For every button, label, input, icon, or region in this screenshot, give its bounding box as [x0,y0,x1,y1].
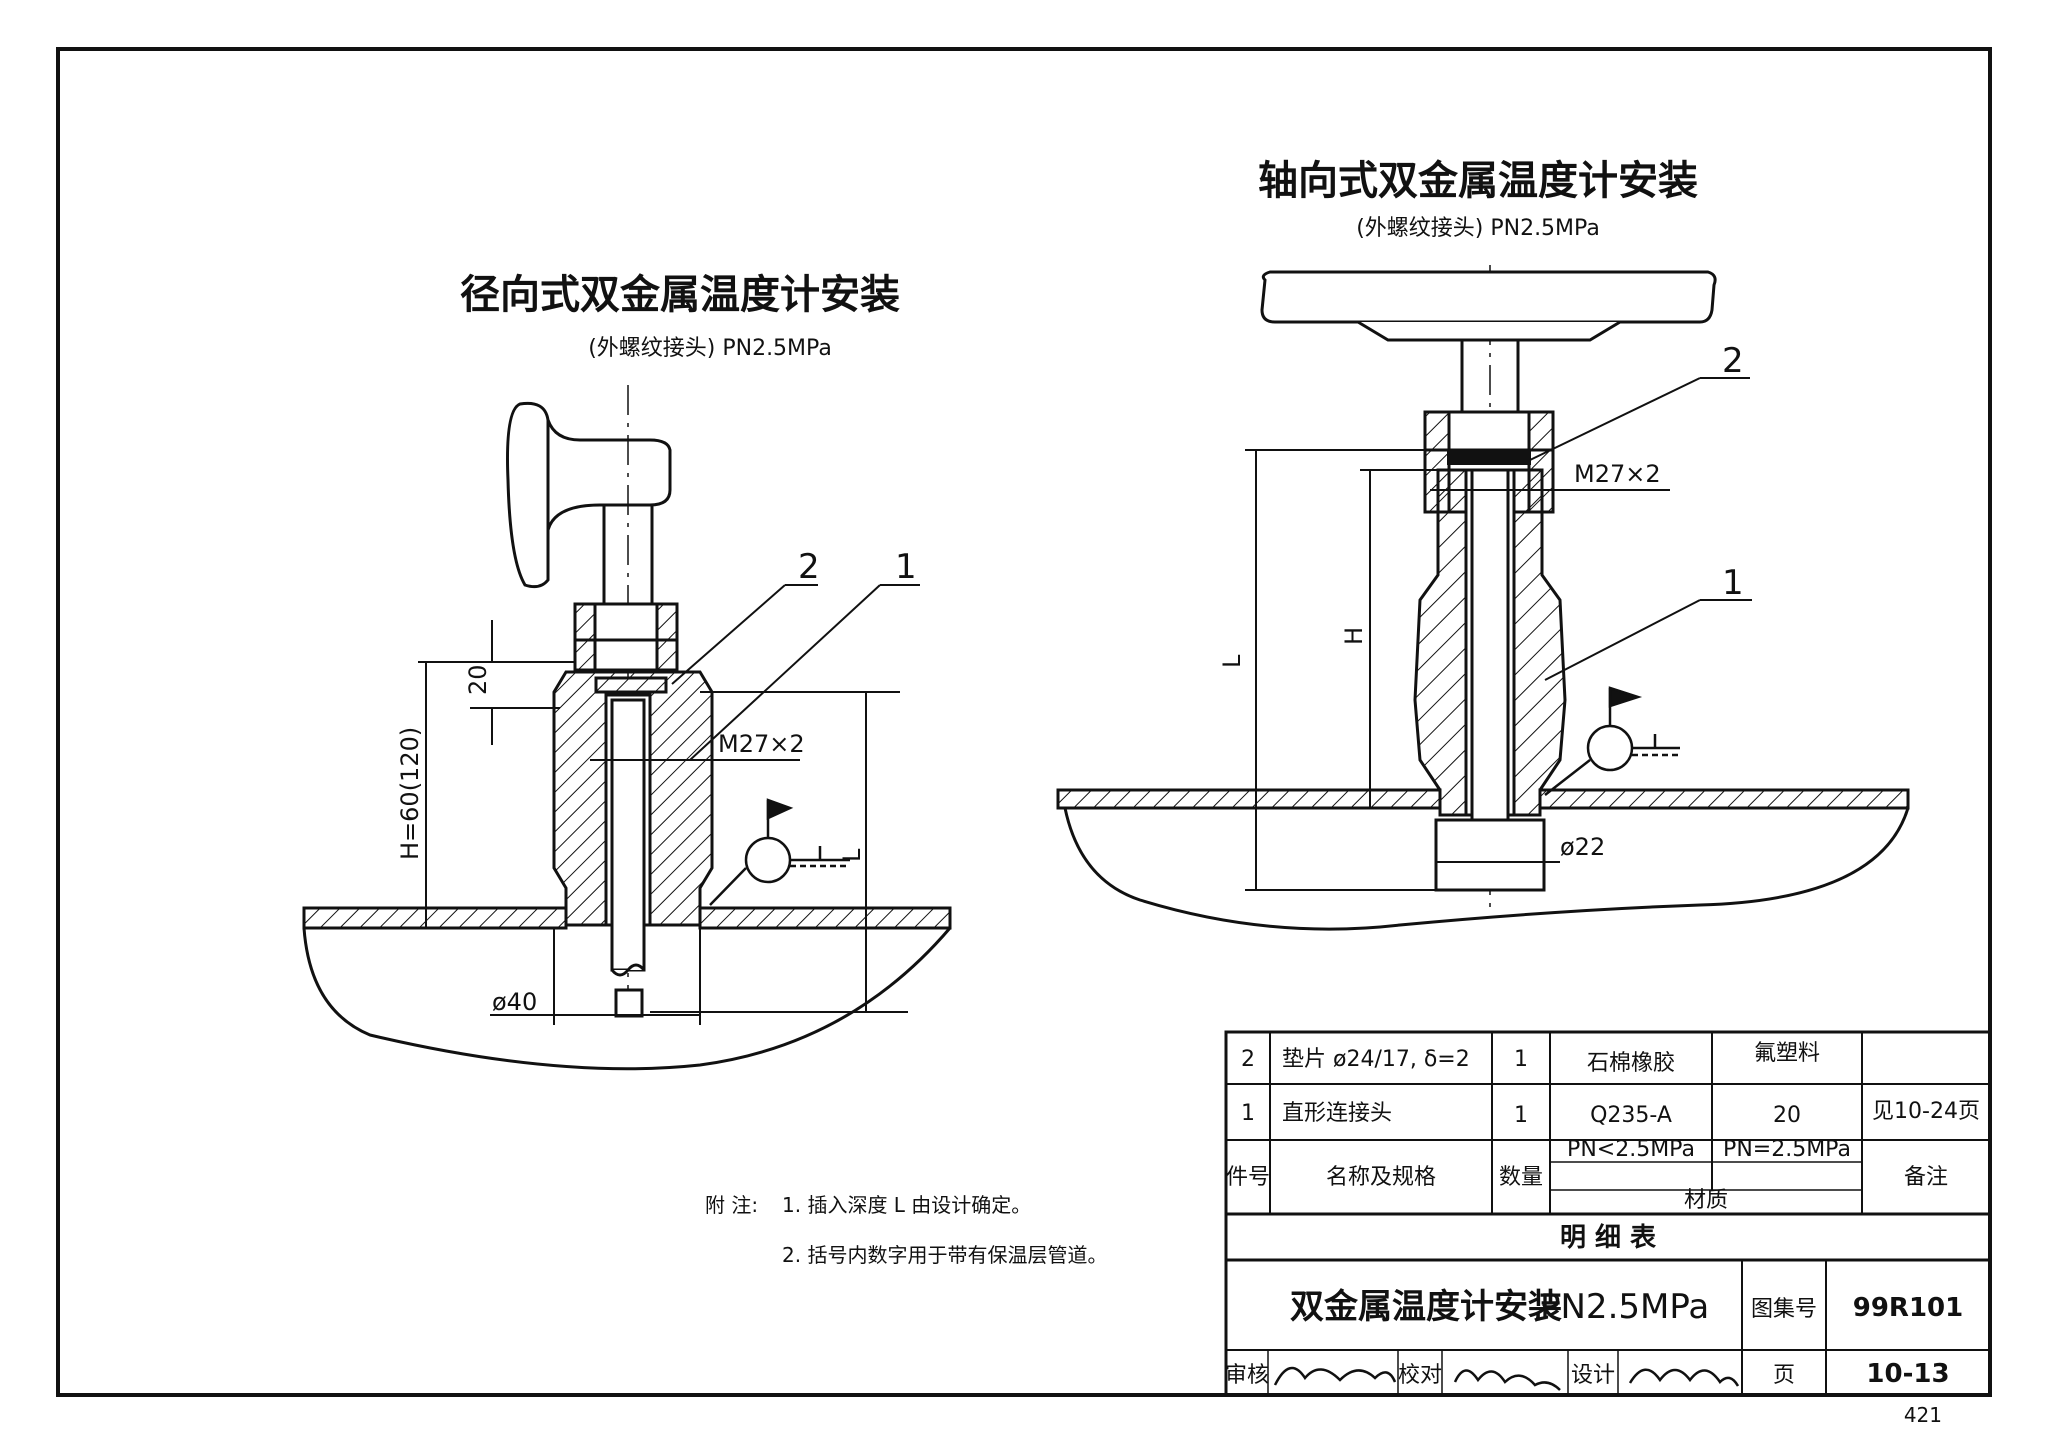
notes-line-2: 2. 括号内数字用于带有保温层管道。 [782,1243,1107,1267]
right-dim-h-label: H [1340,627,1368,645]
left-dim-20-label: 20 [464,664,492,695]
right-pipe-wall [1056,788,1910,931]
bom-header-remark: 备注 [1904,1165,1948,1190]
right-thermometer-dial [1260,270,1717,342]
left-callout-2: 2 [798,547,820,587]
left-dim-dia-label: ø40 [492,988,537,1016]
left-view-subtitle: (外螺纹接头) PN2.5MPa [588,336,832,361]
bom-header-material: 材质 [1684,1188,1728,1213]
left-dim-dia [490,928,701,1025]
left-nut [573,602,679,672]
reviewer-signature [1273,1366,1397,1386]
bom-row-2-no: 2 [1241,1047,1255,1072]
notes: 附 注: 1. 插入深度 L 由设计确定。 2. 括号内数字用于带有保温层管道。 [705,1193,1107,1267]
bom-row-1-remark: 见10-24页 [1872,1099,1980,1124]
bom-header-name: 名称及规格 [1326,1165,1436,1190]
left-weld-symbol [709,798,850,906]
left-dim-l-label: L [838,848,866,862]
title-block-page-label: 页 [1773,1363,1795,1388]
right-view-title: 轴向式双金属温度计安装 [1258,158,1698,204]
title-block-pressure: PN2.5MPa [1540,1287,1709,1327]
title-block-design-label: 设计 [1571,1363,1615,1388]
title-block-atlas-label: 图集号 [1751,1297,1817,1322]
bom-row-1-mat-a: Q235-A [1590,1103,1672,1128]
title-block-atlas-no: 99R101 [1853,1293,1963,1323]
right-dim-dia-label: ø22 [1560,833,1605,861]
title-block-check-label: 校对 [1398,1363,1442,1388]
left-thermometer-head [506,401,672,589]
left-dim-l [650,691,908,1013]
right-dim-l [1245,449,1440,891]
bom-row-2: 2 垫片 ø24/17, δ=2 1 石棉橡胶 氟塑料 [1241,1041,1820,1076]
right-leaders [1529,377,1752,681]
bom-header-mat-a: PN<2.5MPa [1567,1137,1695,1162]
right-gasket [1447,451,1531,465]
left-dim-h [418,661,490,928]
left-dim-20 [470,620,575,745]
right-dim-l-label: L [1218,654,1246,668]
checker-signature [1453,1369,1561,1391]
left-view-title: 径向式双金属温度计安装 [460,272,900,318]
bom-row-1-qty: 1 [1514,1103,1528,1128]
left-leaders [671,584,920,761]
right-callout-1: 1 [1722,563,1744,603]
bom-row-2-mat-b: 氟塑料 [1754,1041,1820,1066]
notes-line-1: 1. 插入深度 L 由设计确定。 [782,1193,1031,1217]
left-pipe-wall [302,906,952,1071]
right-weld-symbol [1544,686,1680,796]
notes-prefix: 附 注: [705,1193,758,1217]
title-block-frame [1224,1258,1992,1397]
left-dim-h-label: H=60(120) [396,727,424,860]
bom-header-no: 件号 [1226,1165,1270,1190]
title-block-title: 双金属温度计安装 [1290,1287,1562,1327]
bom-row-2-qty: 1 [1514,1047,1528,1072]
left-thread-label: M27×2 [718,730,805,758]
left-callout-1: 1 [895,547,917,587]
left-probe [610,698,646,1018]
bom-row-2-mat-a: 石棉橡胶 [1587,1051,1675,1076]
right-thread-label: M27×2 [1574,460,1661,488]
sheet-number: 421 [1904,1403,1942,1427]
designer-signature [1628,1368,1740,1387]
left-view: 径向式双金属温度计安装 (外螺纹接头) PN2.5MPa [302,272,952,1071]
right-view: 轴向式双金属温度计安装 (外螺纹接头) PN2.5MPa [1056,158,1910,931]
sheet-border [56,47,1992,1397]
bom-table-title: 明 细 表 [1560,1222,1657,1253]
bom-header-qty: 数量 [1499,1165,1543,1190]
title-block-page-no: 10-13 [1866,1359,1949,1389]
bom-header: 件号 名称及规格 数量 PN<2.5MPa PN=2.5MPa 材质 备注 [1226,1137,1948,1213]
bom-row-1-name: 直形连接头 [1282,1101,1392,1126]
right-callout-2: 2 [1722,341,1744,381]
bom-header-mat-b: PN=2.5MPa [1723,1137,1851,1162]
right-dim-h [1360,469,1440,808]
title-block-review-label: 审核 [1225,1363,1269,1388]
bom-table [1224,1030,1992,1262]
bom-row-1: 1 直形连接头 1 Q235-A 20 见10-24页 [1241,1099,1980,1128]
bom-row-2-name: 垫片 ø24/17, δ=2 [1282,1047,1470,1072]
bom-row-1-no: 1 [1241,1101,1255,1126]
right-probe [1434,468,1546,892]
bom-row-1-mat-b: 20 [1773,1103,1801,1128]
right-view-subtitle: (外螺纹接头) PN2.5MPa [1356,216,1600,241]
